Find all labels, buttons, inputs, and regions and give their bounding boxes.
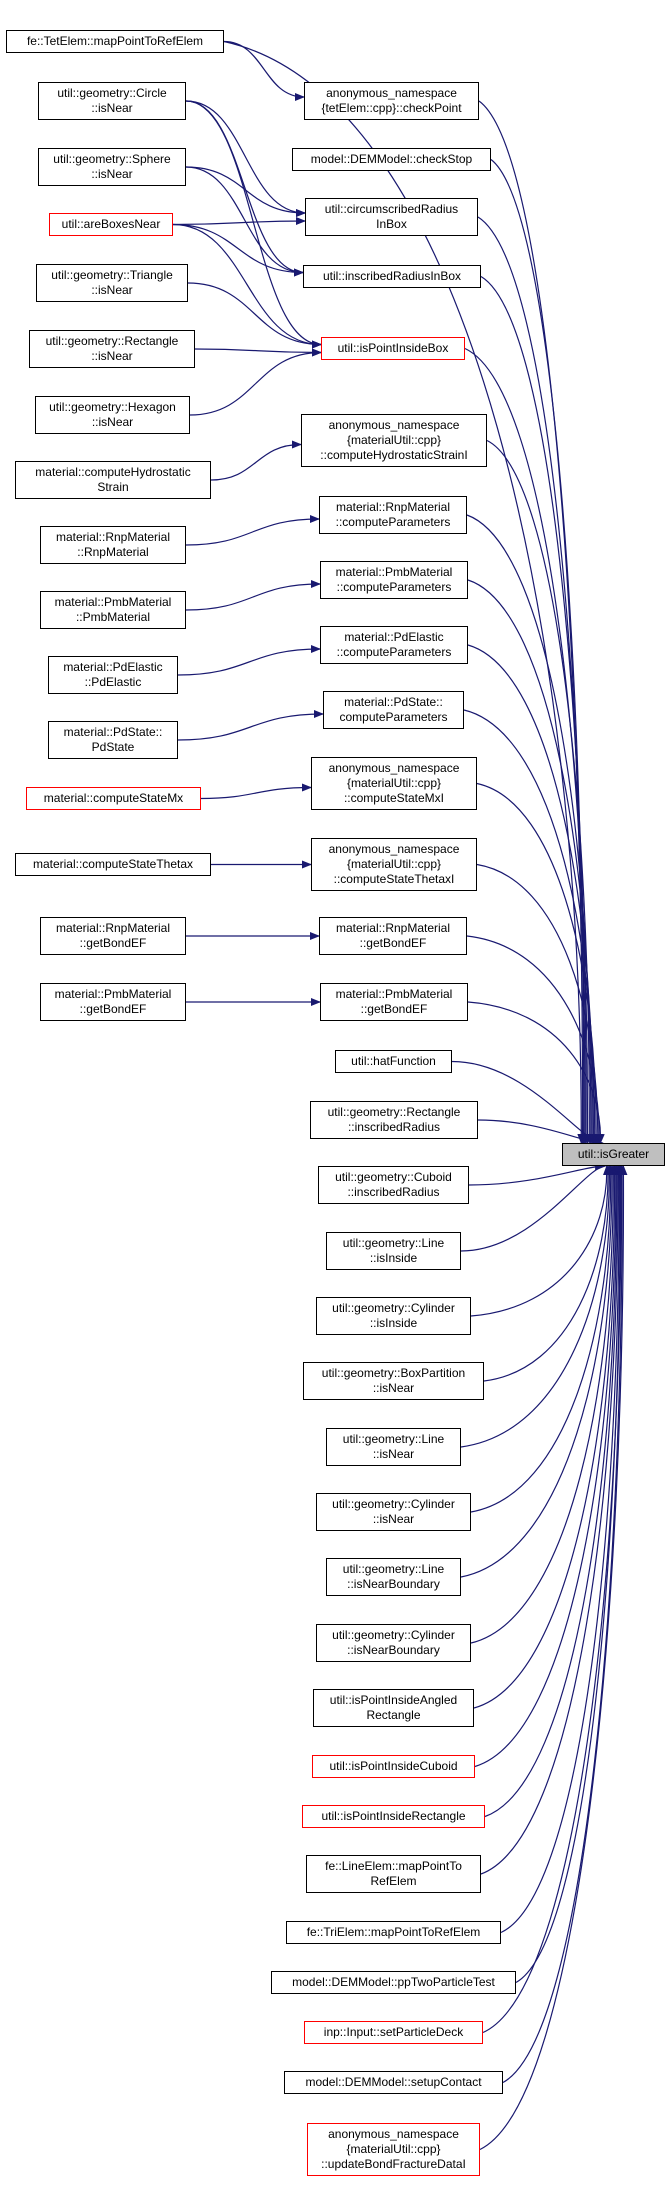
edge-n7-to-n8 [172,223,304,277]
edge-n39-to-target [460,1165,617,1578]
edge-n33-to-target [468,1162,606,1186]
edge-n15-to-target [466,514,595,1144]
node-util-geometry-Rectangle-isNear[interactable]: util::geometry::Rectangle ::isNear [29,330,195,368]
node-material-PdState-PdState[interactable]: material::PdState:: PdState [48,721,178,759]
node-util-geometry-Line-isNearBoundary[interactable]: util::geometry::Line ::isNearBoundary [326,1558,461,1596]
edge-n37-to-target [460,1165,614,1448]
edge-n40-to-target [470,1165,618,1644]
node-model-DEMModel-setupContact[interactable]: model::DEMModel::setupContact [284,2071,503,2094]
edge-n22-to-n21 [177,710,324,741]
node-util-geometry-Cylinder-isNear[interactable]: util::geometry::Cylinder ::isNear [316,1493,471,1531]
edge-n20-to-n19 [177,645,321,676]
node-material-PmbMaterial-PmbMaterial[interactable]: material::PmbMaterial ::PmbMaterial [40,591,186,629]
node-anonymous-materialUtil-computeStateThetaxI[interactable]: anonymous_namespace {materialUtil::cpp} … [311,838,477,891]
node-material-PmbMaterial-computeParameters[interactable]: material::PmbMaterial ::computeParameter… [320,561,468,599]
node-util-geometry-Rectangle-inscribedRadius[interactable]: util::geometry::Rectangle ::inscribedRad… [310,1101,478,1139]
node-material-PmbMaterial-getBondEF-callee[interactable]: material::PmbMaterial ::getBondEF [320,983,468,1021]
edge-n43-to-target [484,1165,621,1818]
node-material-PdElastic-computeParameters[interactable]: material::PdElastic ::computeParameters [320,626,468,664]
edge-n29-to-target [467,1001,605,1144]
node-util-isPointInsideRectangle[interactable]: util::isPointInsideRectangle [302,1805,485,1828]
node-model-DEMModel-checkStop[interactable]: model::DEMModel::checkStop [292,148,491,171]
node-material-computeStateMx[interactable]: material::computeStateMx [26,787,201,810]
node-util-hatFunction[interactable]: util::hatFunction [335,1050,452,1073]
node-util-geometry-BoxPartition-isNear[interactable]: util::geometry::BoxPartition ::isNear [303,1362,484,1400]
edge-n9-to-n11 [187,282,322,349]
edge-n36-to-target [483,1165,613,1382]
node-material-PdState-computeParameters[interactable]: material::PdState:: computeParameters [323,691,464,729]
node-material-RnpMaterial-getBondEF-caller[interactable]: material::RnpMaterial ::getBondEF [40,917,186,955]
edge-n14-to-n13 [210,440,302,481]
node-anonymous-tetElem-checkPoint[interactable]: anonymous_namespace {tetElem::cpp}::chec… [304,82,479,120]
node-fe-TriElem-mapPointToRefElem[interactable]: fe::TriElem::mapPointToRefElem [286,1921,501,1944]
edge-n27-to-target [466,935,604,1144]
edge-n46-to-target [515,1165,625,1984]
edge-n4-to-n8 [185,100,304,277]
node-material-RnpMaterial-computeParameters[interactable]: material::RnpMaterial ::computeParameter… [319,496,467,534]
edge-n3-to-target [490,159,588,1144]
node-util-geometry-Cylinder-isInside[interactable]: util::geometry::Cylinder ::isInside [316,1297,471,1335]
node-util-geometry-Sphere-isNear[interactable]: util::geometry::Sphere ::isNear [38,148,186,186]
node-material-computeStateThetax[interactable]: material::computeStateThetax [15,853,211,876]
node-util-isPointInsideCuboid[interactable]: util::isPointInsideCuboid [312,1755,475,1778]
node-util-geometry-Cuboid-inscribedRadius[interactable]: util::geometry::Cuboid ::inscribedRadius [318,1166,469,1204]
node-inp-Input-setParticleDeck[interactable]: inp::Input::setParticleDeck [304,2021,483,2044]
edge-n7-to-n5 [172,217,306,226]
node-material-PdElastic-PdElastic[interactable]: material::PdElastic ::PdElastic [48,656,178,694]
edge-n17-to-target [467,579,597,1144]
node-util-circumscribedRadiusInBox[interactable]: util::circumscribedRadius InBox [305,198,478,236]
edge-n11-to-target [464,347,592,1144]
edge-n12-to-n11 [189,348,322,416]
edge-n6-to-n5 [185,166,306,217]
edge-n5-to-target [477,216,589,1144]
node-anonymous-materialUtil-updateBondFractureDataI[interactable]: anonymous_namespace {materialUtil::cpp} … [307,2123,480,2176]
node-anonymous-materialUtil-computeStateMxI[interactable]: anonymous_namespace {materialUtil::cpp} … [311,757,477,810]
edge-n47-to-target [482,1165,626,2034]
node-material-RnpMaterial-RnpMaterial[interactable]: material::RnpMaterial ::RnpMaterial [40,526,186,564]
edge-n42-to-target [474,1165,620,1768]
node-util-isPointInsideAngledRectangle[interactable]: util::isPointInsideAngled Rectangle [313,1689,474,1727]
node-material-RnpMaterial-getBondEF-callee[interactable]: material::RnpMaterial ::getBondEF [319,917,467,955]
edge-n16-to-n15 [185,515,320,546]
edge-n24-to-n23 [200,783,312,800]
edge-n8-to-target [480,275,590,1144]
edge-n10-to-n11 [194,348,322,357]
node-util-inscribedRadiusInBox[interactable]: util::inscribedRadiusInBox [303,265,481,288]
node-util-geometry-Circle-isNear[interactable]: util::geometry::Circle ::isNear [38,82,186,120]
edge-n49-to-target [479,1165,628,2151]
node-material-PmbMaterial-getBondEF-caller[interactable]: material::PmbMaterial ::getBondEF [40,983,186,1021]
node-util-areBoxesNear[interactable]: util::areBoxesNear [49,213,173,236]
node-util-geometry-Triangle-isNear[interactable]: util::geometry::Triangle ::isNear [36,264,188,302]
node-util-geometry-Line-isInside[interactable]: util::geometry::Line ::isInside [326,1232,461,1270]
edge-n4-to-n11 [185,100,322,349]
edge-n31-to-target [451,1060,603,1147]
edge-n4-to-n5 [185,100,306,217]
edge-n18-to-n17 [185,580,321,611]
node-util-geometry-Hexagon-isNear[interactable]: util::geometry::Hexagon ::isNear [35,396,190,434]
node-util-geometry-Cylinder-isNearBoundary[interactable]: util::geometry::Cylinder ::isNearBoundar… [316,1624,471,1662]
edge-n35-to-target [470,1165,611,1317]
node-anonymous-materialUtil-computeHydrostaticStrainI[interactable]: anonymous_namespace {materialUtil::cpp} … [301,414,487,467]
node-util-isGreater: util::isGreater [562,1143,665,1166]
edge-n48-to-target [502,1165,627,2084]
edge-n45-to-target [500,1165,624,1934]
edge-n44-to-target [480,1165,622,1875]
node-material-computeHydrostaticStrain[interactable]: material::computeHydrostatic Strain [15,461,211,499]
node-model-DEMModel-ppTwoParticleTest[interactable]: model::DEMModel::ppTwoParticleTest [271,1971,516,1994]
node-fe-LineElem-mapPointToRefElem[interactable]: fe::LineElem::mapPointTo RefElem [306,1855,481,1893]
node-util-isPointInsideBox[interactable]: util::isPointInsideBox [321,337,465,360]
edge-n6-to-n8 [185,166,304,277]
edge-n1-to-n2 [223,40,305,101]
edge-n38-to-target [470,1165,615,1513]
edge-n32-to-target [477,1119,604,1147]
node-util-geometry-Line-isNear[interactable]: util::geometry::Line ::isNear [326,1428,461,1466]
edge-n34-to-target [460,1162,607,1252]
node-fe-TetElem-mapPointToRefElem[interactable]: fe::TetElem::mapPointToRefElem [6,30,224,53]
edge-n7-to-n11 [172,223,322,349]
edge-n41-to-target [473,1165,619,1709]
